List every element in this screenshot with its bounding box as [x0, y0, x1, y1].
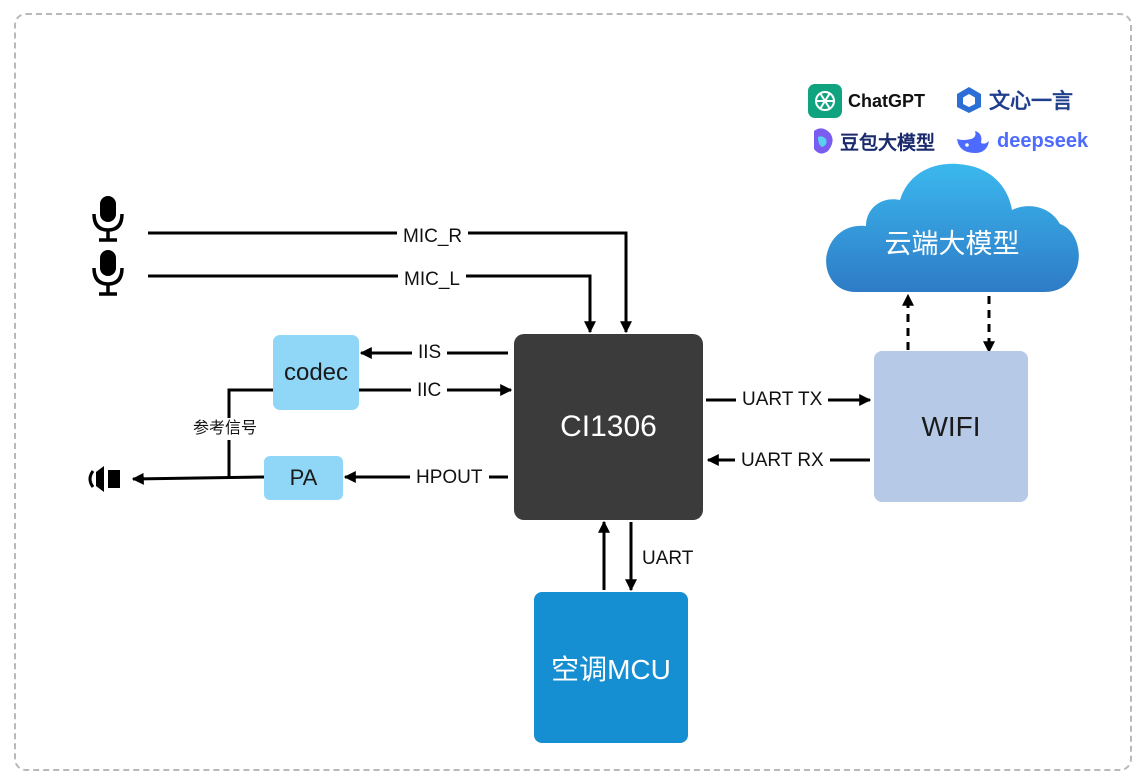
microphone-right-icon [92, 196, 124, 242]
pa-output-wire [131, 472, 265, 485]
pa-block: PA [264, 456, 343, 500]
doubao-logo: 豆包大模型 [810, 127, 935, 155]
uart-rx-label: UART RX [735, 450, 830, 472]
chatgpt-logo: ChatGPT [808, 84, 925, 118]
ci1306-chip-block: CI1306 [514, 334, 703, 520]
wifi-block: WIFI [874, 351, 1028, 502]
codec-label: codec [283, 358, 349, 386]
wenxin-name: 文心一言 [989, 90, 1073, 113]
mic-l-label: MIC_L [398, 269, 466, 291]
doubao-icon [814, 128, 833, 154]
pa-label: PA [289, 465, 318, 490]
chip-label: CI1306 [560, 410, 657, 443]
wenxin-logo: 文心一言 [955, 85, 1073, 115]
chatgpt-icon [808, 84, 842, 118]
mic-r-wire [148, 231, 632, 334]
wifi-label: WIFI [921, 410, 981, 442]
mcu-label: 空调MCU [551, 653, 671, 685]
doubao-name: 豆包大模型 [840, 132, 936, 154]
deepseek-logo: deepseek [955, 127, 1088, 155]
cloud-label: 云端大模型 [884, 229, 1020, 259]
mic-r-label: MIC_R [397, 226, 469, 248]
ac-mcu-block: 空调MCU [534, 592, 688, 743]
codec-block: codec [273, 335, 359, 410]
iis-label: IIS [412, 342, 448, 364]
uart-tx-label: UART TX [736, 389, 829, 411]
speaker-icon [88, 466, 120, 492]
wenxin-icon [957, 87, 981, 113]
uart-label: UART [642, 548, 694, 569]
hpout-label: HPOUT [410, 467, 489, 489]
chatgpt-name: ChatGPT [848, 90, 926, 111]
reference-wire [227, 388, 273, 478]
diagram-frame [14, 13, 1132, 771]
deepseek-whale-icon [957, 131, 989, 153]
mic-l-wire [148, 274, 596, 334]
cloud-shape [826, 163, 1079, 292]
microphone-left-icon [92, 250, 124, 296]
reference-signal-label: 参考信号 [187, 418, 264, 440]
iic-label: IIC [411, 380, 448, 402]
deepseek-name: deepseek [997, 129, 1089, 152]
